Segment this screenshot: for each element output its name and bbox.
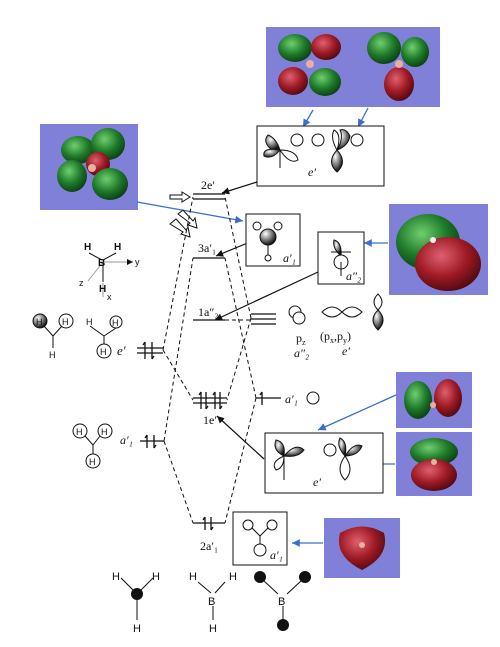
box-a1-bottom: a′₁ (232, 511, 288, 566)
box-a1-top: a′₁ (245, 213, 301, 267)
coordinate-frame: H H B H y z x (79, 242, 140, 302)
correlation-lines (162, 196, 257, 524)
box-a2pp: a″₂ (317, 231, 365, 285)
right-label-a1: a′₁ (285, 392, 298, 406)
svg-text:H: H (101, 427, 108, 437)
left-label-e: e′ (117, 343, 126, 358)
svg-text:H: H (99, 284, 106, 295)
svg-text:H: H (229, 571, 237, 583)
a2pp-label: a″₂ (294, 346, 309, 360)
pz-label: pz (296, 331, 306, 347)
electron-spins (142, 341, 263, 531)
svg-text:H: H (112, 318, 119, 328)
left-label-a1: a′₁ (120, 433, 133, 447)
svg-text:H: H (152, 571, 160, 583)
svg-text:a′₁: a′₁ (270, 548, 283, 562)
orbital-image-top-e (266, 27, 440, 107)
label-2e: 2e′ (201, 178, 215, 192)
svg-text:B: B (278, 596, 285, 608)
left-h3-fragments: H H H H H H H H H (32, 313, 123, 469)
svg-text:B: B (208, 596, 215, 608)
hollow-arrows (169, 191, 198, 238)
svg-text:H: H (36, 317, 43, 327)
label-3a1: 3a′₁ (198, 241, 216, 255)
orbital-image-a2pp (389, 204, 488, 295)
svg-text:H: H (84, 242, 91, 253)
svg-text:H: H (133, 623, 141, 635)
svg-text:e′: e′ (308, 165, 316, 179)
box-top-e: e′ (256, 125, 385, 187)
box-bottom-e: e′ (264, 432, 384, 494)
svg-text:x: x (107, 292, 112, 302)
svg-text:H: H (62, 317, 69, 327)
svg-text:H: H (49, 350, 56, 360)
svg-text:y: y (135, 257, 140, 267)
svg-text:H: H (112, 571, 120, 583)
svg-text:z: z (79, 278, 84, 288)
svg-text:B: B (98, 258, 105, 269)
right-p-orbitals: pz a″₂ (px,py) e′ (288, 293, 384, 405)
label-1e: 1e′ (203, 413, 217, 427)
svg-text:H: H (76, 427, 83, 437)
svg-text:H: H (86, 317, 93, 327)
svg-text:H: H (114, 242, 121, 253)
svg-text:H: H (89, 457, 96, 467)
orbital-image-a1-bottom (324, 518, 400, 578)
svg-text:e′: e′ (313, 475, 321, 489)
s-orbital (306, 391, 320, 405)
label-1a2pp: 1a″₂ (198, 305, 219, 319)
level-labels: 2e′ 3a′₁ 1a″₂ 1e′ 2a′₁ e′ a′₁ a′₁ (117, 178, 298, 553)
pxpy-label: (px,py) (320, 329, 351, 345)
svg-text:a′₁: a′₁ (283, 251, 296, 265)
e-label: e′ (342, 344, 350, 358)
svg-text:H: H (209, 623, 217, 635)
svg-text:H: H (100, 347, 107, 357)
black-arrows (214, 181, 319, 460)
label-2a1: 2a′₁ (200, 539, 218, 553)
svg-text:H: H (189, 571, 197, 583)
orbital-image-e2-left (40, 124, 138, 210)
bottom-molecules: H H H H H B H B (112, 571, 311, 635)
orbital-image-bottom-e (396, 372, 472, 496)
svg-text:a″₂: a″₂ (346, 269, 361, 283)
energy-levels (137, 193, 281, 524)
